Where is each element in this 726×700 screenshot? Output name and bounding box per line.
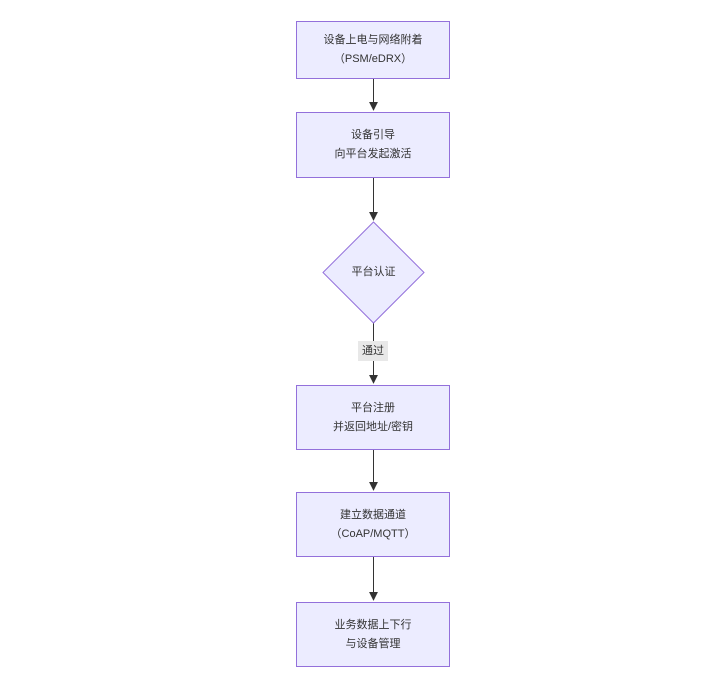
node-device-power-attach: 设备上电与网络附着 （PSM/eDRX） [296,21,450,79]
node-line: 平台注册 [351,401,395,414]
node-line: （PSM/eDRX） [333,53,413,65]
node-line: （CoAP/MQTT） [330,527,416,540]
node-platform-register: 平台注册 并返回地址/密钥 [296,385,450,450]
node-line: 建立数据通道 [340,508,406,521]
node-line: 向平台发起激活 [334,148,412,160]
decision-node-platform-auth [322,221,425,324]
node-data-channel: 建立数据通道 （CoAP/MQTT） [296,492,450,557]
node-business-data: 业务数据上下行 与设备管理 [296,602,450,667]
node-line: 并返回地址/密钥 [332,420,414,433]
node-line: 设备引导 [351,129,395,141]
node-line: 与设备管理 [345,637,401,650]
edge-label-pass: 通过 [358,341,388,361]
node-line: 设备上电与网络附着 [323,34,423,46]
node-device-bootstrap: 设备引导 向平台发起激活 [296,112,450,178]
node-line: 业务数据上下行 [334,618,412,631]
decision-label-platform-auth: 平台认证 [323,263,424,282]
node-line: 平台认证 [351,266,396,278]
